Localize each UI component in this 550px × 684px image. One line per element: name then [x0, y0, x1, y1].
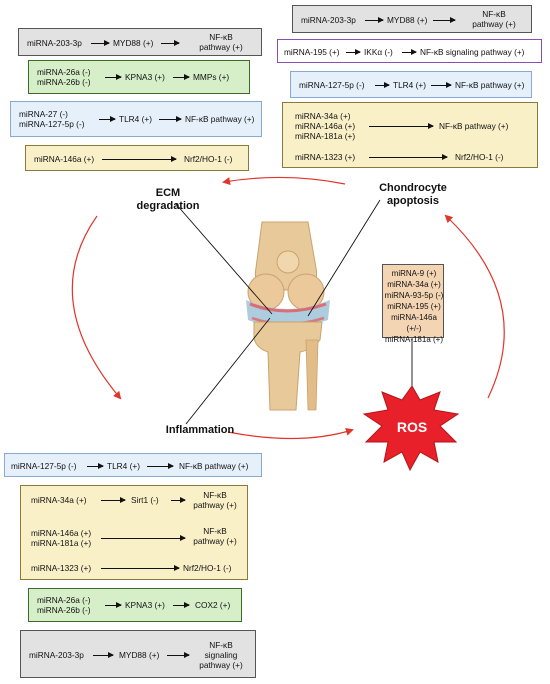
apoptosis-box-ikka: miRNA-195 (+) IKKα (-) NF-κB signaling p…	[277, 39, 542, 63]
ros-mirna-list: miRNA-9 (+) miRNA-34a (+) miRNA-93-5p (-…	[384, 269, 444, 344]
arrow-ros-to-apoptosis	[444, 214, 505, 399]
apoptosis-box-mirna-group: miRNA-34a (+) miRNA-146a (+) miRNA-181a …	[282, 102, 538, 168]
inflammation-box-myd88: miRNA-203-3p MYD88 (+) NF-κB signaling p…	[20, 630, 256, 678]
arrow-inflammation-to-ros	[227, 427, 354, 440]
ecm-box-myd88: miRNA-203-3p MYD88 (+) NF-κB pathway (+)	[18, 28, 262, 56]
knee-joint-illustration	[246, 221, 330, 411]
ros-mirna-box: miRNA-9 (+) miRNA-34a (+) miRNA-93-5p (-…	[382, 264, 444, 344]
inflammation-label: Inflammation	[165, 424, 235, 436]
ros-burst	[362, 385, 460, 472]
chondrocyte-apoptosis-label: Chondrocyte apoptosis	[379, 182, 447, 207]
ecm-box-nrf2: miRNA-146a (+) Nrf2/HO-1 (-)	[25, 145, 249, 171]
ecm-degradation-label: ECM degradation	[136, 187, 200, 212]
apoptosis-box-tlr4: miRNA-127-5p (-) TLR4 (+) NF-κB pathway …	[290, 71, 532, 98]
inflammation-box-tlr4: miRNA-127-5p (-) TLR4 (+) NF-κB pathway …	[4, 453, 262, 477]
ecm-box-kpna3: miRNA-26a (-) miRNA-26b (-) KPNA3 (+) MM…	[28, 60, 250, 94]
ecm-box-tlr4: miRNA-27 (-) miRNA-127-5p (-) TLR4 (+) N…	[10, 101, 262, 137]
arrow-apoptosis-to-ecm	[222, 176, 346, 185]
inflammation-box-kpna3: miRNA-26a (-) miRNA-26b (-) KPNA3 (+) CO…	[28, 588, 242, 622]
apoptosis-box-myd88: miRNA-203-3p MYD88 (+) NF-κB pathway (+)	[292, 5, 532, 33]
ros-label: ROS	[396, 419, 428, 435]
inflammation-box-mirna-group: miRNA-34a (+) Sirt1 (-) NF-κB pathway (+…	[20, 485, 248, 580]
arrow-ecm-to-inflammation	[71, 215, 122, 400]
